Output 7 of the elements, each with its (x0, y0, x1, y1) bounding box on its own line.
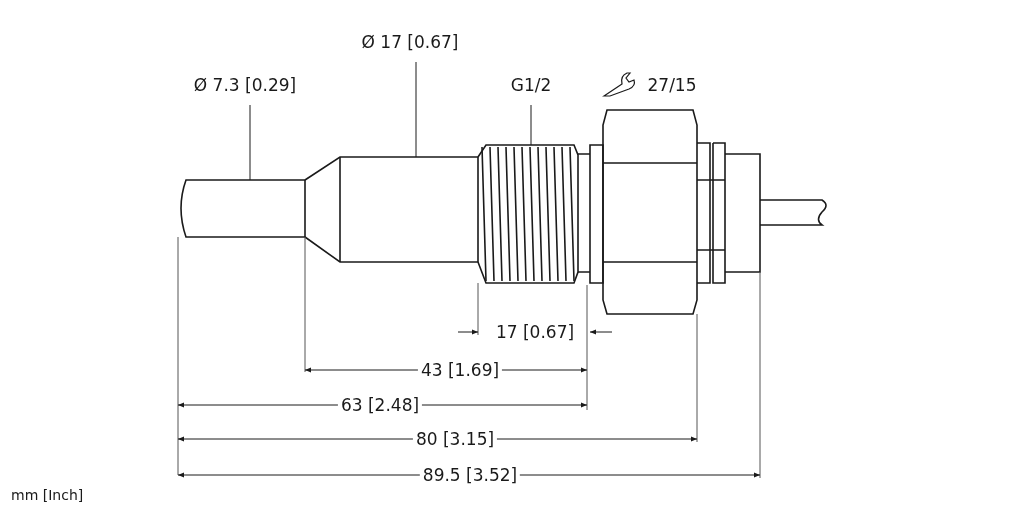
dimension-value: 63 [2.48] (337, 395, 423, 415)
dimension-value: 43 [1.69] (417, 360, 503, 380)
leader-line (415, 61, 417, 158)
dimension-value: 80 [3.15] (412, 429, 498, 449)
leader-line (530, 104, 532, 146)
leader-line (249, 104, 251, 181)
dimension-value: 89.5 [3.52] (419, 465, 521, 485)
